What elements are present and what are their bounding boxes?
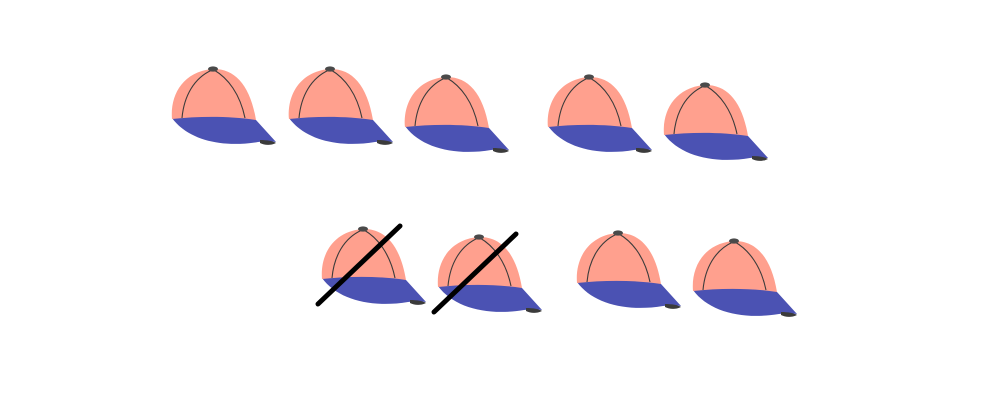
baseball-cap-icon <box>663 81 769 162</box>
baseball-cap-icon <box>437 233 543 314</box>
strike-through-line <box>315 223 403 307</box>
baseball-cap-icon <box>547 73 653 154</box>
baseball-cap-icon <box>404 73 510 154</box>
bottom-row <box>315 223 798 318</box>
strike-through-line <box>431 231 519 315</box>
top-row <box>171 65 769 162</box>
baseball-cap-icon <box>171 65 277 146</box>
baseball-cap-icon <box>692 237 798 318</box>
baseball-cap-icon <box>576 229 682 310</box>
baseball-cap-icon <box>321 225 427 306</box>
baseball-cap-icon <box>288 65 394 146</box>
